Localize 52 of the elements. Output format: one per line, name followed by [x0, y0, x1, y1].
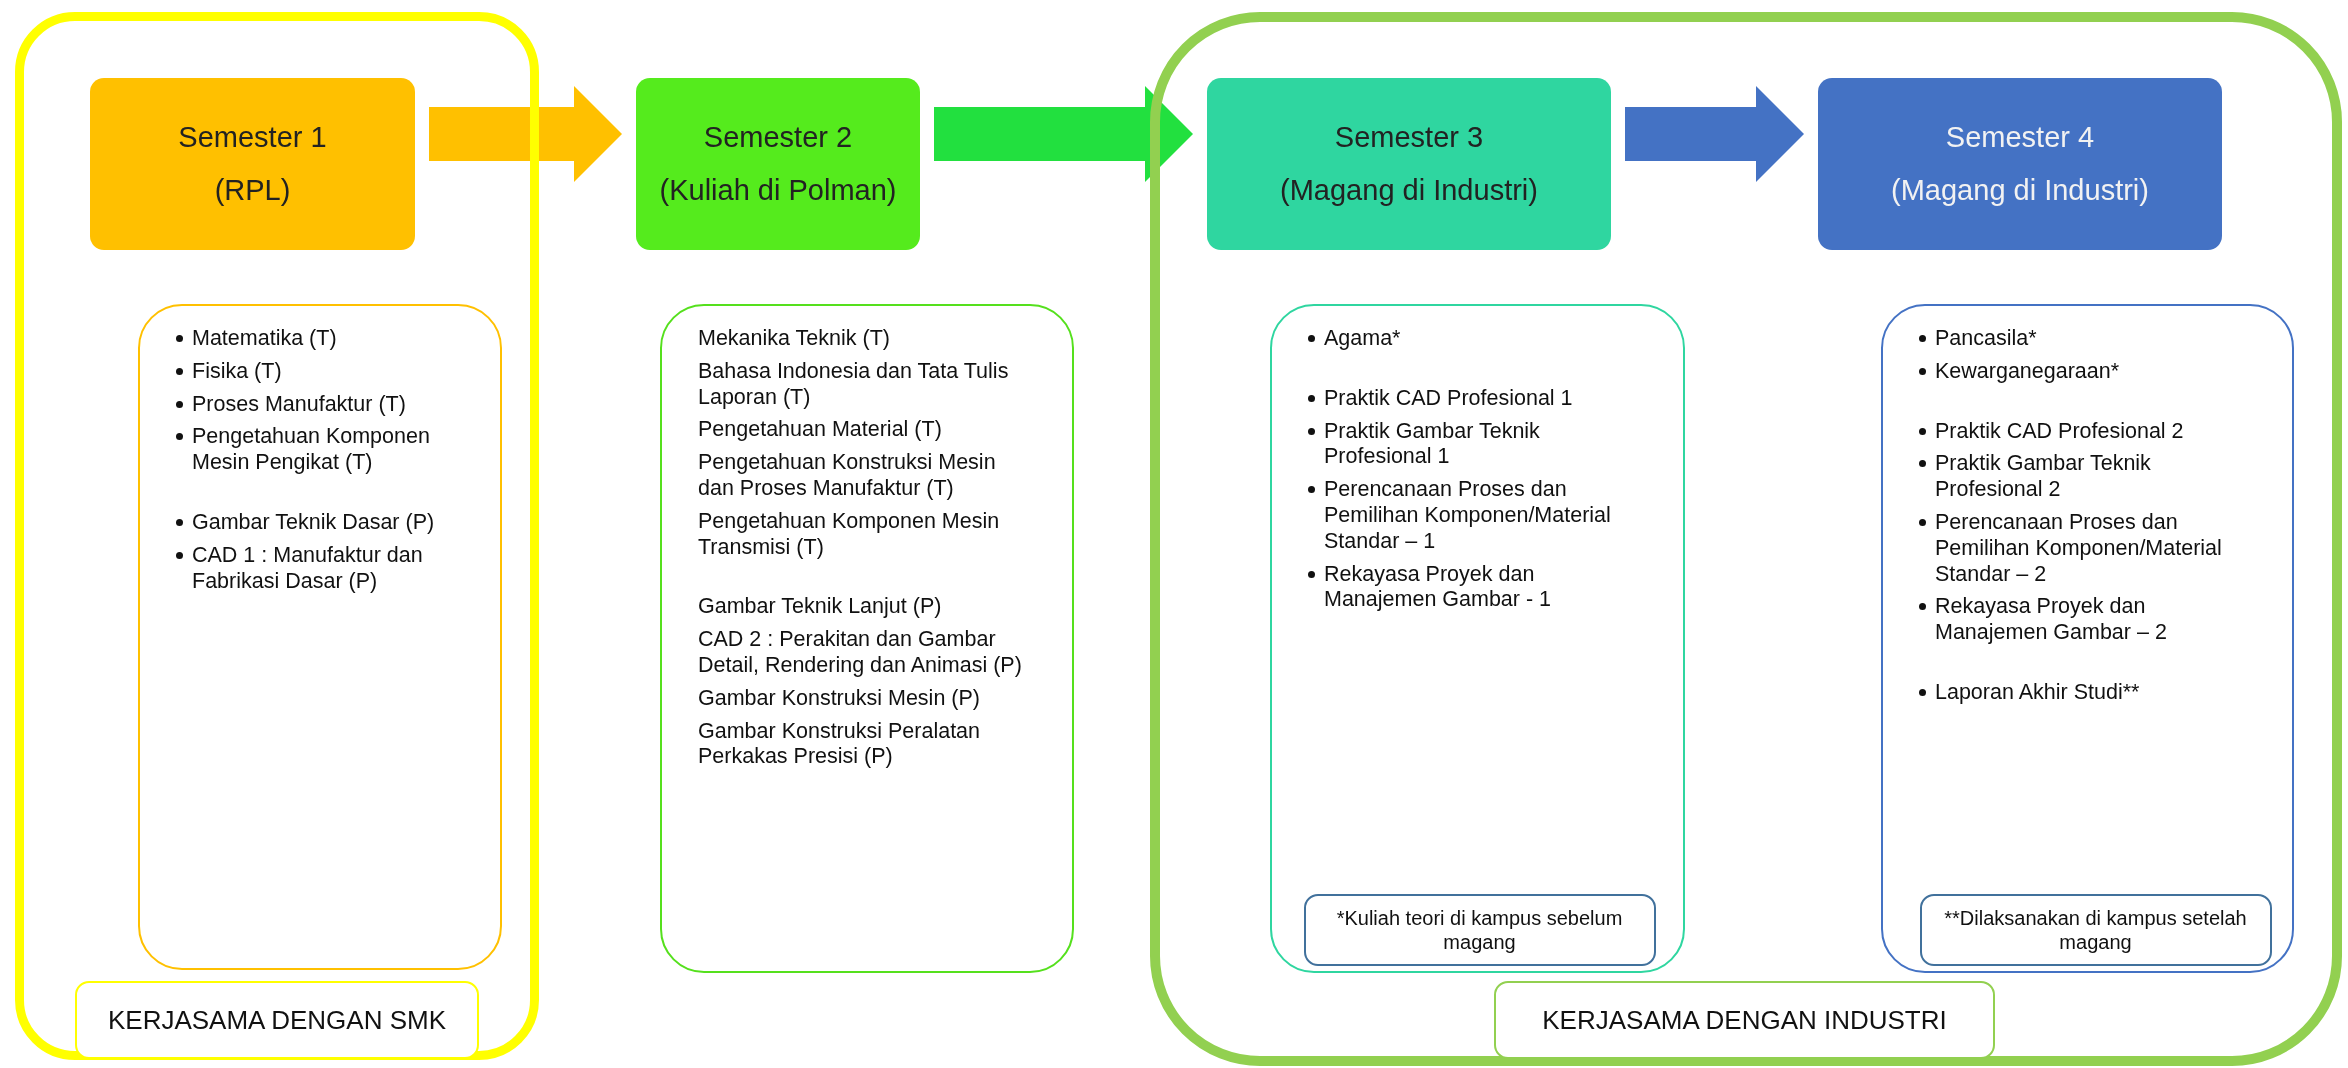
course-list-card [1881, 304, 2294, 973]
course-name: Pengetahuan Material (T) [698, 417, 943, 444]
course-name: Perencanaan Proses dan Pemilihan Komponen/Material Standar – 1 [1324, 477, 1612, 555]
course-name: Rekayasa Proyek dan Manajemen Gambar – 2 [1935, 594, 2168, 646]
group-frame [1150, 12, 2342, 1066]
course-name: Bahasa Indonesia dan Tata Tulis Laporan (T) [698, 358, 1010, 411]
semester-title: Semester 3 [1334, 121, 1484, 154]
course-name: CAD 1 : Manufaktur dan Fabrikasi Dasar (P) [192, 542, 424, 595]
course-name: Praktik Gambar Teknik Profesional 1 [1324, 418, 1541, 471]
note-box: **Dilaksanakan di kampus setelah magang [1919, 893, 2272, 966]
course-name: Pengetahuan Komponen Mesin Transmisi (T) [698, 508, 1001, 561]
course-name: CAD 2 : Perakitan dan Gambar Detail, Rendering dan Animasi (P) [698, 627, 1023, 679]
block-arrow [1625, 86, 1804, 182]
semester-subtitle: (Magang di Industri) [1891, 174, 2149, 207]
course-list-card [138, 304, 502, 970]
semester-title: Semester 2 [703, 121, 853, 154]
course-name: Gambar Teknik Dasar (P) [192, 510, 436, 536]
course-name: Pancasila* [1935, 326, 2038, 352]
group-frame [15, 12, 539, 1060]
course-name: Matematika (T) [192, 326, 338, 352]
block-arrow [429, 86, 622, 182]
block-arrow [934, 86, 1193, 182]
course-name: Fisika (T) [192, 358, 283, 385]
semester-box [1207, 78, 1611, 250]
partner-label-box: KERJASAMA DENGAN SMK [75, 981, 479, 1059]
partner-label-box: KERJASAMA DENGAN INDUSTRI [1494, 981, 1995, 1059]
semester-box [636, 78, 920, 250]
course-name: Praktik CAD Profesional 1 [1324, 385, 1574, 412]
semester-subtitle: (RPL) [214, 174, 291, 207]
course-name: Pengetahuan Komponen Mesin Pengikat (T) [192, 424, 431, 476]
course-name: Praktik Gambar Teknik Profesional 2 [1935, 451, 2152, 503]
semester-title: Semester 4 [1945, 121, 2095, 154]
course-name: Gambar Konstruksi Peralatan Perkakas Presisi (P) [698, 718, 982, 771]
course-list-card [1270, 304, 1685, 973]
semester-subtitle: (Kuliah di Polman) [659, 174, 897, 207]
course-list-card [660, 304, 1074, 973]
semester-title: Semester 1 [178, 121, 327, 154]
semester-subtitle: (Magang di Industri) [1280, 174, 1538, 207]
note-box: *Kuliah teori di kampus sebelum magang [1303, 893, 1656, 966]
course-name: Praktik CAD Profesional 2 [1935, 418, 2185, 445]
course-name: Perencanaan Proses dan Pemilihan Komponen/Material Standar – 2 [1935, 510, 2223, 588]
course-name: Proses Manufaktur (T) [192, 391, 407, 418]
course-name: Rekayasa Proyek dan Manajemen Gambar - 1 [1324, 561, 1553, 614]
course-name: Kewarganegaraan* [1935, 358, 2121, 385]
semester-box [1818, 78, 2222, 250]
course-name: Agama* [1324, 326, 1402, 352]
course-name: Gambar Teknik Lanjut (P) [698, 594, 943, 621]
semester-box [90, 78, 415, 250]
course-name: Pengetahuan Konstruksi Mesin dan Proses Manufaktur (T) [698, 450, 997, 502]
course-name: Laporan Akhir Studi** [1935, 679, 2141, 706]
course-name: Mekanika Teknik (T) [698, 326, 891, 352]
course-name: Gambar Konstruksi Mesin (P) [698, 685, 981, 712]
